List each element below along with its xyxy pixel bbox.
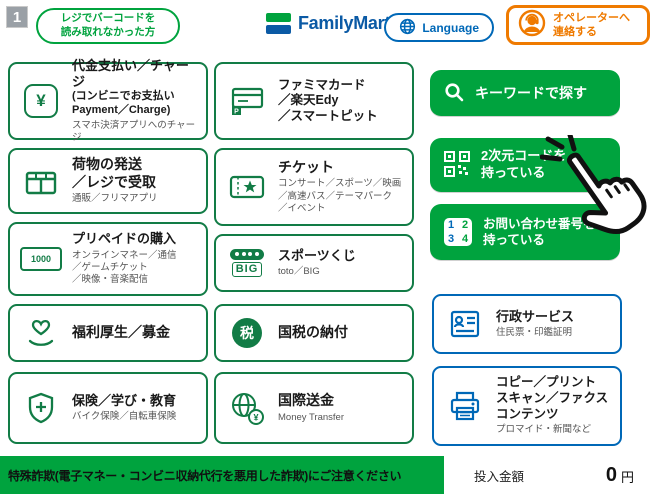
menu-item-payment-charge[interactable]: ¥ 代金支払い／チャージ (コンビニでお支払い Payment／Charge) … — [8, 58, 208, 143]
menu-title: スポーツくじ — [278, 247, 356, 263]
menu-item-parcel-shipping[interactable]: 荷物の発送 ／レジで受取 通販／フリマアプリ — [8, 148, 208, 214]
menu-title: 荷物の発送 — [72, 156, 142, 173]
language-label: Language — [422, 20, 479, 35]
menu-note: ／イベント — [278, 202, 326, 214]
menu-note: プロマイド・新聞など — [496, 424, 592, 436]
resident-card-icon — [442, 307, 488, 341]
menu-note: 通販／フリマアプリ — [72, 193, 158, 205]
card-icon: P — [224, 85, 270, 117]
prepaid-card-icon: 1000 — [18, 247, 64, 271]
menu-note: ／高速バス／テーマパーク — [278, 190, 393, 202]
menu-title: プリペイドの購入 — [72, 231, 177, 247]
search-by-keyword-button[interactable]: キーワードで探す — [430, 70, 620, 116]
menu-title: 行政サービス — [496, 308, 575, 324]
menu-title: コンテンツ — [496, 406, 559, 421]
qr-button-line2: 持っている — [481, 165, 546, 180]
barcode-help-line2: 読み取れなかった方 — [60, 26, 156, 38]
heart-hand-icon — [18, 315, 64, 351]
menu-title: 国際送金 — [278, 392, 334, 409]
fraud-warning-text: 特殊詐欺(電子マネー・コンビニ収納代行を悪用した詐欺)にご注意ください — [8, 468, 402, 483]
menu-item-insurance-education[interactable]: 保険／学び・教育 バイク保険／自転車保険 — [8, 372, 208, 444]
menu-item-prepaid-purchase[interactable]: 1000 プリペイドの購入 オンラインマネー／通信 ／ゲームチケット ／映像・音… — [8, 222, 208, 296]
menu-note: コンサート／スポーツ／映画 — [278, 178, 402, 190]
barcode-help-button[interactable]: レジでバーコードを 読み取れなかった方 — [36, 8, 180, 44]
menu-note: Money Transfer — [278, 411, 344, 423]
language-button[interactable]: Language — [384, 13, 494, 42]
menu-note: toto／BIG — [278, 265, 320, 277]
operator-line1: オペレーターへ — [553, 11, 630, 24]
footer-bar: 特殊詐欺(電子マネー・コンビニ収納代行を悪用した詐欺)にご注意ください 投入金額… — [0, 456, 656, 494]
operator-line2: 連絡する — [553, 26, 597, 38]
menu-note: オンラインマネー／通信 — [72, 249, 177, 261]
menu-title: ／レジで受取 — [72, 173, 156, 190]
svg-text:P: P — [234, 109, 239, 116]
menu-note: スマホ決済アプリへのチャージ — [72, 119, 196, 143]
inquiry-button-line2: 持っている — [483, 233, 545, 247]
qr-code-icon — [444, 150, 470, 180]
menu-title: 保険／学び・教育 — [72, 392, 177, 408]
svg-text:¥: ¥ — [253, 413, 258, 423]
qr-button-line1: 2次元コードを — [481, 148, 567, 164]
familymart-flag-icon — [265, 13, 291, 34]
menu-note: ／ゲームチケット — [72, 261, 148, 273]
menu-subtitle: Payment／Charge) — [72, 103, 171, 116]
menu-note: バイク保険／自転車保険 — [72, 410, 177, 422]
menu-title: 代金支払い／チャージ — [72, 57, 189, 89]
copier-icon — [442, 388, 488, 424]
brand-name: FamilyMart — [297, 13, 391, 33]
toto-big-icon: BIG — [224, 248, 270, 278]
menu-item-national-tax[interactable]: 税 国税の納付 — [214, 304, 414, 362]
amount-value: 0 — [605, 463, 617, 486]
menu-title: コピー／プリント — [496, 375, 597, 390]
menu-title: ／楽天Edy — [278, 93, 339, 108]
menu-item-sports-lottery[interactable]: BIG スポーツくじ toto／BIG — [214, 234, 414, 292]
qr-code-button[interactable]: 2次元コードを 持っている — [430, 138, 620, 192]
menu-title: 福利厚生／募金 — [72, 324, 170, 341]
menu-note: 住民票・印鑑証明 — [496, 326, 573, 338]
yen-icon: ¥ — [18, 84, 64, 118]
menu-title: 国税の納付 — [278, 324, 348, 341]
menu-note: ／映像・音楽配信 — [72, 274, 149, 286]
menu-title: ／スマートピット — [278, 108, 378, 123]
menu-item-famima-card[interactable]: P ファミマカード ／楽天Edy ／スマートピット — [214, 62, 414, 140]
menu-item-copy-print[interactable]: コピー／プリント スキャン／ファクス コンテンツ プロマイド・新聞など — [432, 366, 622, 446]
menu-item-welfare-donation[interactable]: 福利厚生／募金 — [8, 304, 208, 362]
barcode-help-line1: レジでバーコードを — [60, 12, 156, 25]
amount-label: 投入金額 — [474, 469, 525, 484]
package-icon — [18, 164, 64, 198]
shield-plus-icon — [18, 390, 64, 426]
globe-money-icon: ¥ — [224, 390, 270, 426]
amount-unit: 円 — [620, 470, 634, 485]
tax-icon: 税 — [224, 318, 270, 348]
operator-icon — [518, 9, 546, 41]
globe-icon — [399, 18, 416, 38]
inserted-amount-panel: 投入金額 0 円 — [444, 456, 656, 494]
contact-operator-button[interactable]: オペレーターへ 連絡する — [506, 5, 650, 45]
menu-title: ファミマカード — [278, 77, 366, 92]
search-icon — [444, 82, 464, 105]
menu-item-government-services[interactable]: 行政サービス 住民票・印鑑証明 — [432, 294, 622, 354]
ticket-icon — [224, 172, 270, 202]
menu-title: スキャン／ファクス — [496, 391, 609, 406]
menu-item-international-remittance[interactable]: ¥ 国際送金 Money Transfer — [214, 372, 414, 444]
step-number: 1 — [6, 6, 28, 28]
menu-subtitle: (コンビニでお支払い — [72, 90, 175, 103]
inquiry-button-line1: お問い合わせ番号を — [483, 216, 596, 231]
keyword-button-label: キーワードで探す — [475, 85, 587, 101]
familymart-logo: FamilyMart — [265, 13, 391, 34]
menu-title: チケット — [278, 158, 334, 175]
menu-item-ticket[interactable]: チケット コンサート／スポーツ／映画 ／高速バス／テーマパーク ／イベント — [214, 148, 414, 226]
